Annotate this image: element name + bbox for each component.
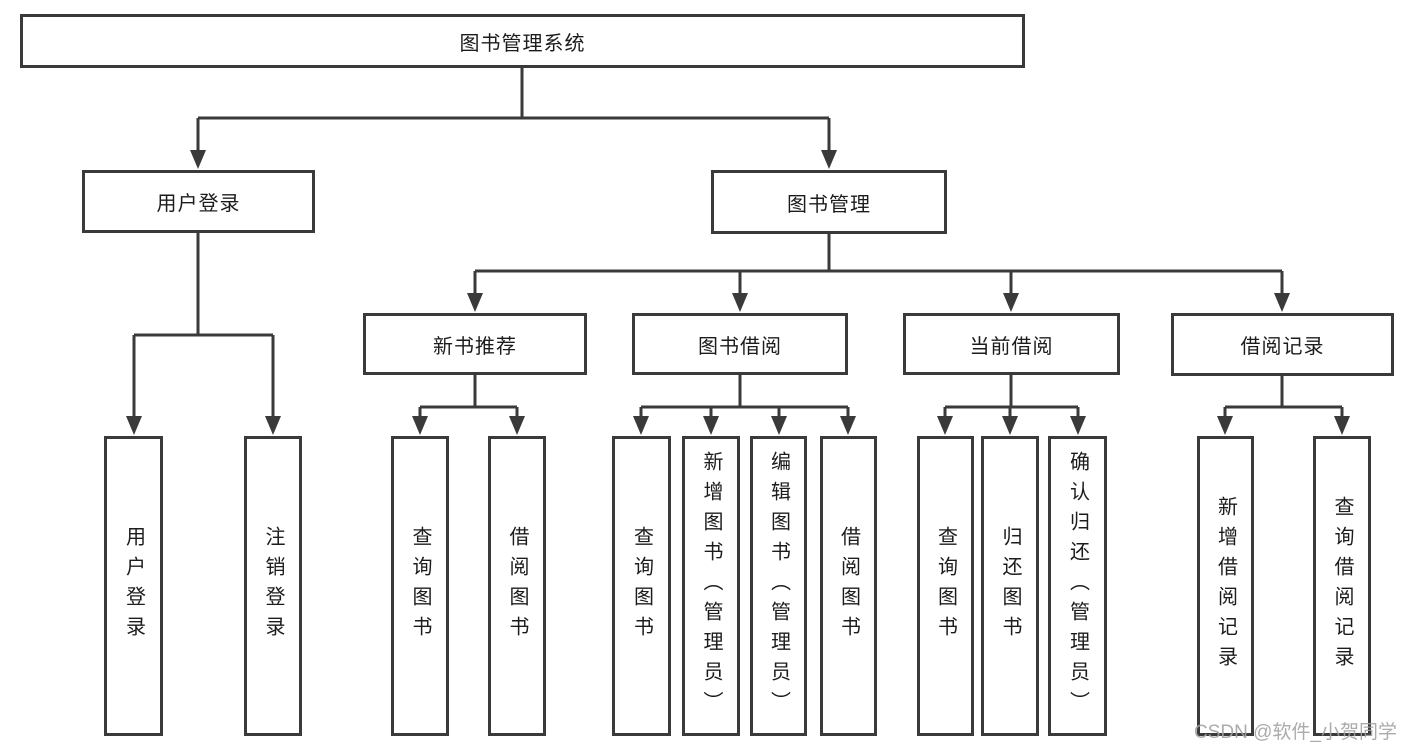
arrowhead xyxy=(1003,293,1019,312)
leaf-label: 用户登录 xyxy=(122,526,145,646)
connector-bookborrow-to-leaves xyxy=(639,375,850,418)
connector-bookmgmt-to-level3 xyxy=(473,234,1284,295)
node-new-book-recommendation: 新书推荐 xyxy=(363,313,587,375)
leaf-return-books: 归还图书 xyxy=(981,436,1039,736)
arrowhead xyxy=(732,293,748,312)
connector-borrowrecords-to-leaves xyxy=(1223,375,1344,418)
leaf-label: 编辑图书（管理员） xyxy=(767,451,790,721)
leaf-label: 归还图书 xyxy=(999,526,1021,646)
leaf-borrow-books-recommend: 借阅图书 xyxy=(488,436,546,736)
leaf-label: 确认归还（管理员） xyxy=(1066,451,1089,721)
leaf-confirm-return-admin: 确认归还（管理员） xyxy=(1048,436,1107,736)
arrowhead xyxy=(703,416,719,435)
arrowhead xyxy=(412,416,428,435)
leaf-borrow-books-borrowing: 借阅图书 xyxy=(820,436,877,736)
node-label: 新书推荐 xyxy=(433,335,517,358)
connector-newbook-to-leaves xyxy=(418,375,519,418)
node-book-borrowing: 图书借阅 xyxy=(632,313,848,375)
leaf-query-books-current: 查询图书 xyxy=(917,436,974,736)
node-label: 用户登录 xyxy=(156,193,241,215)
arrowhead xyxy=(467,293,483,312)
leaf-label: 查询图书 xyxy=(934,526,957,646)
node-system-root: 图书管理系统 xyxy=(20,14,1025,68)
leaf-label: 新增图书（管理员） xyxy=(700,451,722,721)
leaf-query-books-recommend: 查询图书 xyxy=(391,436,449,736)
leaf-label: 借阅图书 xyxy=(837,526,860,646)
arrowhead xyxy=(1274,293,1290,312)
arrowhead xyxy=(771,416,787,435)
arrowhead xyxy=(633,416,649,435)
arrowhead xyxy=(1002,416,1018,435)
node-borrowing-records: 借阅记录 xyxy=(1171,313,1394,376)
leaf-query-borrow-record: 查询借阅记录 xyxy=(1313,436,1371,736)
node-label: 图书管理系统 xyxy=(459,32,586,55)
leaf-label: 查询图书 xyxy=(409,526,431,646)
arrowhead xyxy=(190,150,206,169)
leaf-logout: 注销登录 xyxy=(244,436,302,736)
leaf-label: 注销登录 xyxy=(262,526,284,646)
node-label: 图书借阅 xyxy=(698,335,782,358)
arrowhead xyxy=(126,416,142,435)
node-label: 借阅记录 xyxy=(1240,336,1325,358)
arrowhead xyxy=(1334,416,1350,435)
leaf-edit-book-admin: 编辑图书（管理员） xyxy=(750,436,807,736)
node-label: 当前借阅 xyxy=(969,335,1054,358)
leaf-query-books-borrowing: 查询图书 xyxy=(612,436,671,736)
connector-currentborrow-to-leaves xyxy=(943,375,1080,418)
leaf-label: 新增借阅记录 xyxy=(1214,496,1237,676)
arrowhead xyxy=(937,416,953,435)
connector-root-to-level2 xyxy=(196,68,831,152)
leaf-user-login: 用户登录 xyxy=(104,436,163,736)
arrowhead xyxy=(265,416,281,435)
node-label: 图书管理 xyxy=(787,193,871,216)
arrowhead xyxy=(509,416,525,435)
connector-userlogin-to-leaves xyxy=(132,233,275,418)
leaf-add-book-admin: 新增图书（管理员） xyxy=(682,436,740,736)
arrowhead xyxy=(821,150,837,169)
leaf-label: 查询图书 xyxy=(630,526,653,646)
leaf-label: 借阅图书 xyxy=(506,526,528,646)
arrowhead xyxy=(1070,416,1086,435)
arrowhead xyxy=(840,416,856,435)
csdn-watermark: CSDN @软件_小贺同学 xyxy=(1194,722,1397,743)
node-current-borrowing: 当前借阅 xyxy=(903,313,1120,375)
arrowhead xyxy=(1217,416,1233,435)
leaf-label: 查询借阅记录 xyxy=(1331,496,1353,676)
node-user-login: 用户登录 xyxy=(82,170,315,233)
leaf-add-borrow-record: 新增借阅记录 xyxy=(1197,436,1254,736)
node-book-management: 图书管理 xyxy=(711,170,947,234)
